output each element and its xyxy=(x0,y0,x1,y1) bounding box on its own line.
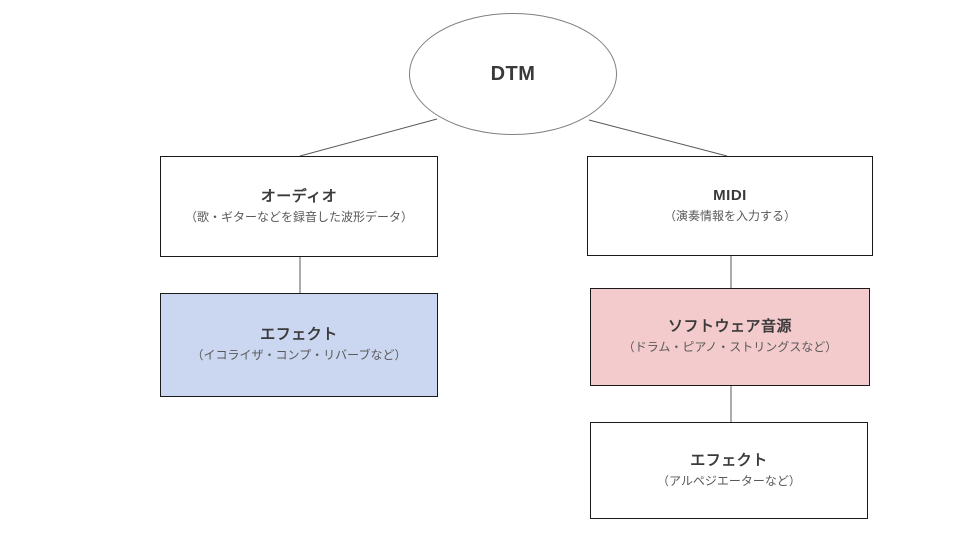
node-effect-audio-label: エフェクト xyxy=(260,326,338,344)
node-dtm-label: DTM xyxy=(490,62,536,85)
node-effect-midi-label: エフェクト xyxy=(690,451,768,469)
node-midi: MIDI （演奏情報を入力する） xyxy=(587,156,873,256)
edge-dtm-audio xyxy=(299,118,438,157)
node-effect-midi-sublabel: （アルペジエーターなど） xyxy=(657,473,801,488)
node-software-synth-label: ソフトウェア音源 xyxy=(667,318,792,336)
node-midi-label: MIDI xyxy=(713,187,747,205)
node-effect-audio-sublabel: （イコライザ・コンプ・リバーブなど） xyxy=(191,348,407,363)
edge-dtm-midi xyxy=(588,119,728,157)
node-audio-label: オーディオ xyxy=(260,187,338,205)
node-software-synth: ソフトウェア音源 （ドラム・ピアノ・ストリングスなど） xyxy=(590,288,870,386)
node-audio-sublabel: （歌・ギターなどを録音した波形データ） xyxy=(184,209,413,224)
node-dtm: DTM xyxy=(409,13,617,135)
node-audio: オーディオ （歌・ギターなどを録音した波形データ） xyxy=(160,156,438,257)
node-effect-midi: エフェクト （アルペジエーターなど） xyxy=(590,422,868,519)
node-midi-sublabel: （演奏情報を入力する） xyxy=(663,209,796,224)
node-effect-audio: エフェクト （イコライザ・コンプ・リバーブなど） xyxy=(160,293,438,397)
node-software-synth-sublabel: （ドラム・ピアノ・ストリングスなど） xyxy=(622,340,838,355)
